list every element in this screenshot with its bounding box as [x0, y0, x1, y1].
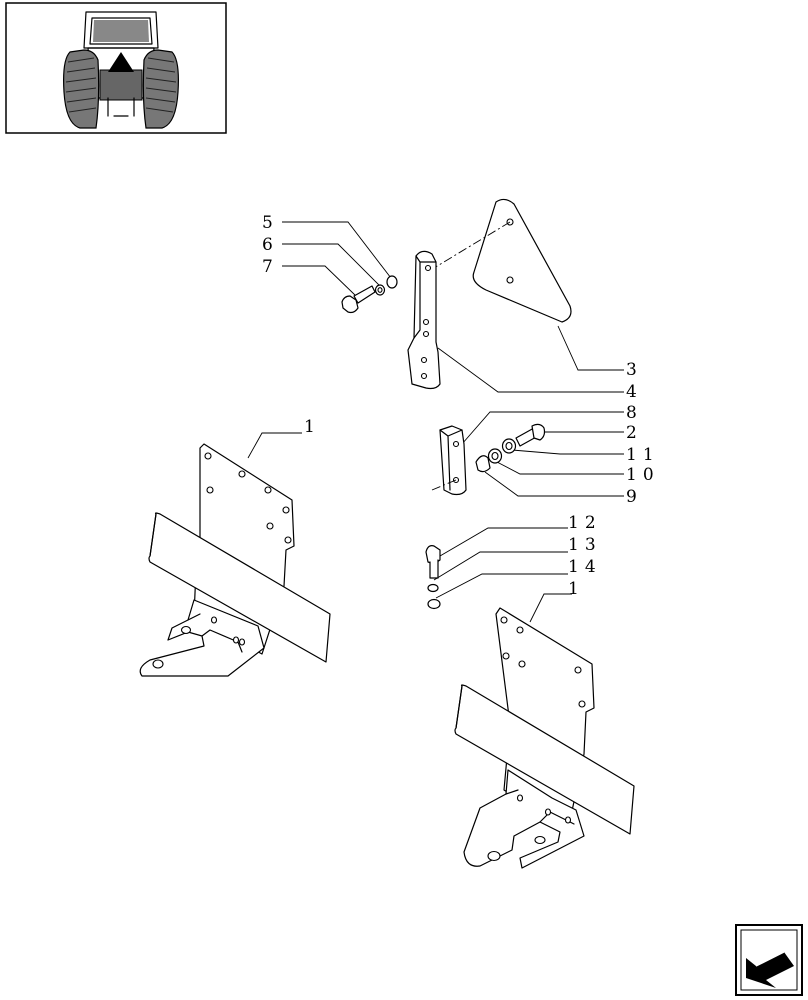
- next-page-arrow-icon[interactable]: [735, 924, 803, 996]
- callout-8: 8: [626, 403, 643, 423]
- callout-2: 2: [626, 423, 643, 443]
- bolt-washer-nut-set-upper: [341, 275, 398, 314]
- callout-3: 3: [626, 360, 643, 380]
- callout-13: 13: [568, 535, 602, 555]
- callout-1-right: 1: [568, 579, 585, 599]
- leader-lines: [247, 221, 624, 623]
- callout-labels: 5 6 7 3 4 8 2 11 10 9 1 12 13 14 1: [262, 213, 660, 599]
- callout-11: 11: [626, 445, 660, 465]
- callout-12: 12: [568, 513, 602, 533]
- callout-9: 9: [626, 487, 643, 507]
- triangular-reflector-plate: [433, 198, 572, 323]
- callout-4: 4: [626, 382, 643, 402]
- callout-7: 7: [262, 257, 279, 277]
- callout-14: 14: [568, 557, 602, 577]
- small-bracket: [431, 425, 467, 496]
- callout-6: 6: [262, 235, 279, 255]
- tractor-thumbnail[interactable]: [5, 2, 227, 134]
- bolt-washer-nut-set-lower: [425, 545, 441, 610]
- callout-1-left: 1: [304, 417, 321, 437]
- upright-bracket: [407, 250, 441, 390]
- tractor-rear-view-icon: [63, 11, 179, 129]
- callout-5: 5: [262, 213, 279, 233]
- callout-10: 10: [626, 465, 660, 485]
- mounting-bracket-left: [139, 443, 331, 677]
- bolt-washer-nut-set-middle: [475, 423, 546, 473]
- mounting-bracket-right: [454, 607, 635, 869]
